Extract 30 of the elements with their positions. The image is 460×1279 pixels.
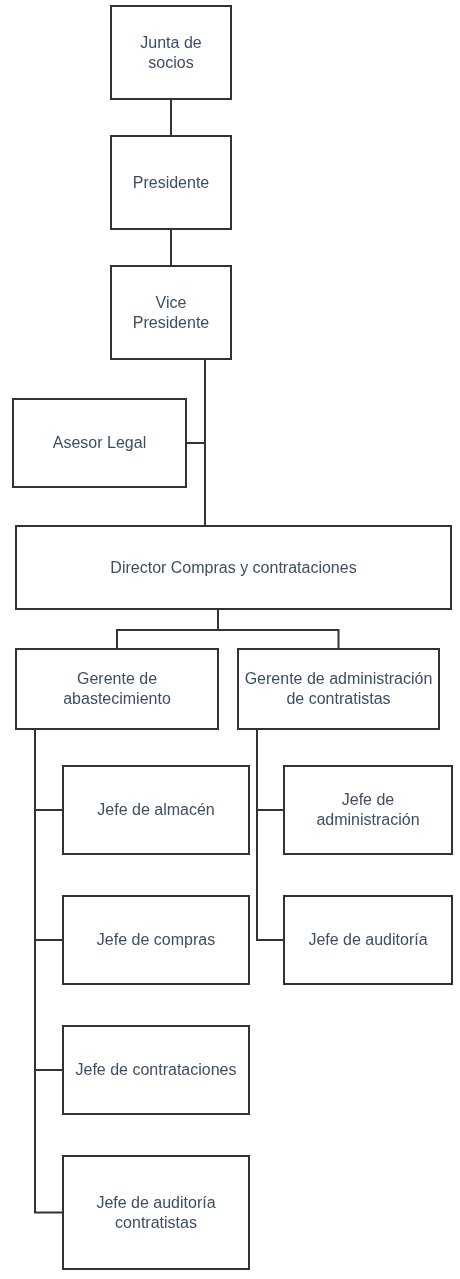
- org-box: [283, 895, 453, 985]
- connector-line: [256, 729, 284, 941]
- box-label: Jefe de contrataciones: [75, 1060, 237, 1080]
- org-box: [15, 525, 452, 610]
- org-box: [12, 398, 187, 488]
- box-label: Junta de socios: [139, 32, 203, 73]
- box-label: Gerente de administración de contratistas: [243, 669, 434, 709]
- box-label: Gerente de abastecimiento: [62, 669, 172, 709]
- box-label: Director Compras y contrataciones: [110, 557, 357, 578]
- box-label: Jefe de auditoría: [308, 930, 428, 950]
- org-box: [62, 895, 250, 985]
- box-label: Jefe de almacén: [97, 800, 215, 820]
- org-box: [110, 265, 232, 360]
- box-label: Jefe de administración: [315, 790, 421, 830]
- org-box: [110, 135, 232, 230]
- box-label: Presidente: [132, 172, 210, 193]
- connector-line: [170, 99, 172, 136]
- connector-line: [170, 229, 172, 266]
- box-label: Vice Presidente: [131, 292, 211, 333]
- box-label: Jefe de compras: [96, 930, 216, 950]
- org-box: [237, 648, 440, 730]
- org-box: [62, 1025, 250, 1115]
- org-box: [283, 765, 453, 855]
- org-box: [62, 765, 250, 855]
- connector-line: [204, 359, 206, 526]
- org-box: [110, 5, 232, 100]
- org-box: [15, 648, 219, 730]
- org-box: [62, 1155, 250, 1270]
- box-label: Jefe de auditoría contratistas: [95, 1192, 217, 1233]
- box-label: Asesor Legal: [52, 433, 147, 453]
